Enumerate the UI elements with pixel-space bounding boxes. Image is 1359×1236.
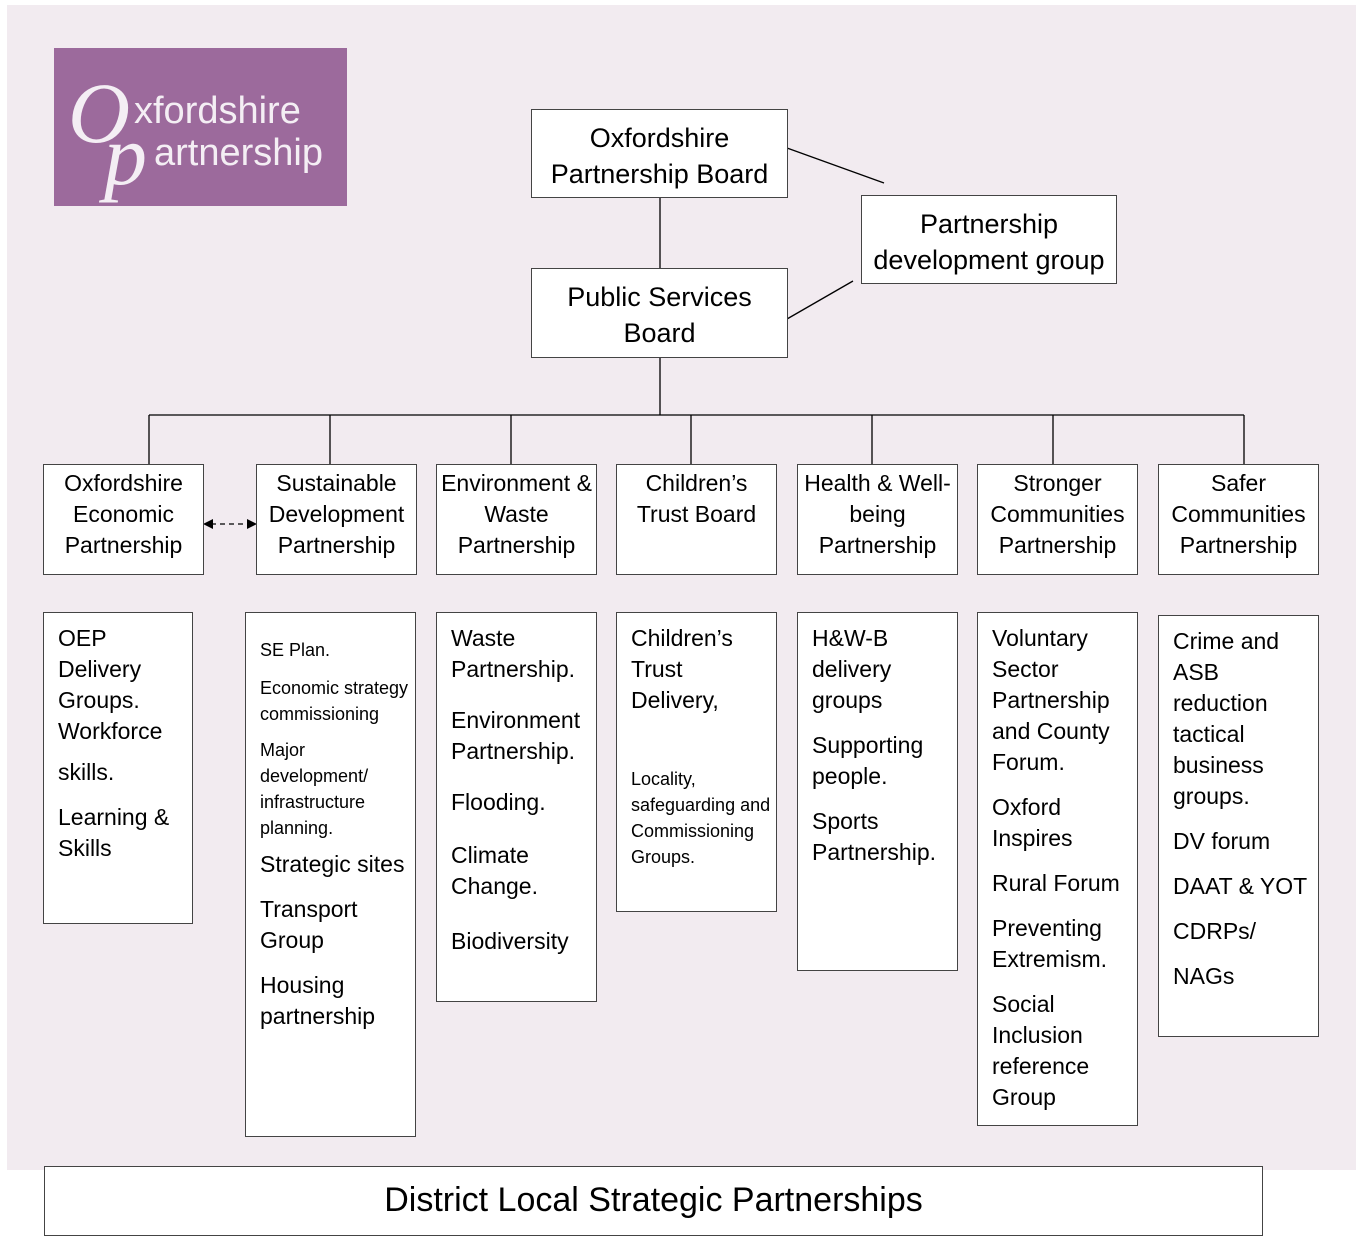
list-item: NAGs [1173,963,1235,989]
list-item: Children’s Trust Delivery, [631,625,733,713]
delivery-list-4: Children’s Trust Delivery, Locality, saf… [616,612,777,912]
psb-to-pdg-line [786,280,854,320]
partnership-development-group-box: Partnership development group [861,195,1117,284]
district-partnerships-box: District Local Strategic Partnerships [44,1166,1263,1236]
list-item: SE Plan. [260,640,331,660]
delivery-list-6: Voluntary Sector Partnership and County … [977,612,1138,1126]
list-item: Oxford Inspires [992,794,1073,851]
list-item: Social Inclusion reference Group [992,991,1090,1110]
partnership-header-2: Sustainable Development Partnership [256,464,417,575]
partnership-header-7: Safer Communities Partnership [1158,464,1319,575]
logo-word-top: xfordshire [134,90,301,132]
list-item: Biodiversity [451,928,569,954]
list-item: H&W-B delivery groups [812,625,892,713]
list-item: Major development/ infrastructure planni… [260,740,369,838]
delivery-list-7: Crime and ASB reduction tactical busines… [1158,615,1319,1037]
partnership-title: Sustainable Development Partnership [268,470,405,558]
partnership-title: Children’s Trust Board [636,470,757,527]
partnership-header-6: Stronger Communities Partnership [977,464,1138,575]
arrowhead-left-icon [203,519,213,529]
public-services-board-label: Public Services Board [567,282,752,348]
list-item: DAAT & YOT [1173,873,1308,899]
partnership-header-1: Oxfordshire Economic Partnership [43,464,204,575]
list-item: Flooding. [451,789,546,815]
partnership-header-5: Health & Well-being Partnership [797,464,958,575]
list-item: Transport Group [260,896,358,953]
list-item: Preventing Extremism. [992,915,1107,972]
list-item: skills. [58,759,115,785]
logo-initial-o: O [68,65,131,161]
list-item: Strategic sites [260,851,405,877]
partnership-title: Stronger Communities Partnership [990,470,1125,558]
list-item: Learning & Skills [58,804,170,861]
list-item: DV forum [1173,828,1271,854]
list-item: Supporting people. [812,732,924,789]
delivery-list-1: OEP Delivery Groups. Workforce skills. L… [43,612,193,924]
delivery-list-3: Waste Partnership. Environment Partnersh… [436,612,597,1002]
list-item: Economic strategy commissioning [260,678,409,724]
delivery-list-5: H&W-B delivery groups Supporting people.… [797,612,958,971]
list-item: Sports Partnership. [812,808,937,865]
logo-initial-p: p [104,107,147,203]
oxfordshire-partnership-logo: O xfordshire p artnership [54,48,347,206]
list-item: Waste Partnership. [451,625,576,682]
board-to-pdg-line [786,147,885,184]
list-item: Rural Forum [992,870,1120,896]
list-item: Locality, safeguarding and Commissioning… [631,769,771,867]
partnership-title: Health & Well-being Partnership [804,470,951,558]
arrowhead-right-icon [247,519,257,529]
list-item: CDRPs/ [1173,918,1257,944]
partnership-title: Environment & Waste Partnership [441,470,592,558]
list-item: OEP Delivery Groups. Workforce [58,625,163,744]
partnership-board-box: Oxfordshire Partnership Board [531,109,788,198]
partnership-board-label: Oxfordshire Partnership Board [550,123,769,189]
partnership-header-4: Children’s Trust Board [616,464,777,575]
partnership-development-group-label: Partnership development group [873,209,1105,275]
list-item: Climate Change. [451,842,538,899]
partnership-title: Safer Communities Partnership [1171,470,1306,558]
list-item: Voluntary Sector Partnership and County … [992,625,1110,775]
list-item: Environment Partnership. [451,707,581,764]
logo-word-bottom: artnership [154,132,323,174]
list-item: Crime and ASB reduction tactical busines… [1173,628,1280,809]
partnership-header-3: Environment & Waste Partnership [436,464,597,575]
public-services-board-box: Public Services Board [531,268,788,358]
delivery-list-2: SE Plan. Economic strategy commissioning… [245,612,416,1137]
partnership-title: Oxfordshire Economic Partnership [64,470,183,558]
district-partnerships-label: District Local Strategic Partnerships [384,1181,923,1219]
list-item: Housing partnership [260,972,376,1029]
